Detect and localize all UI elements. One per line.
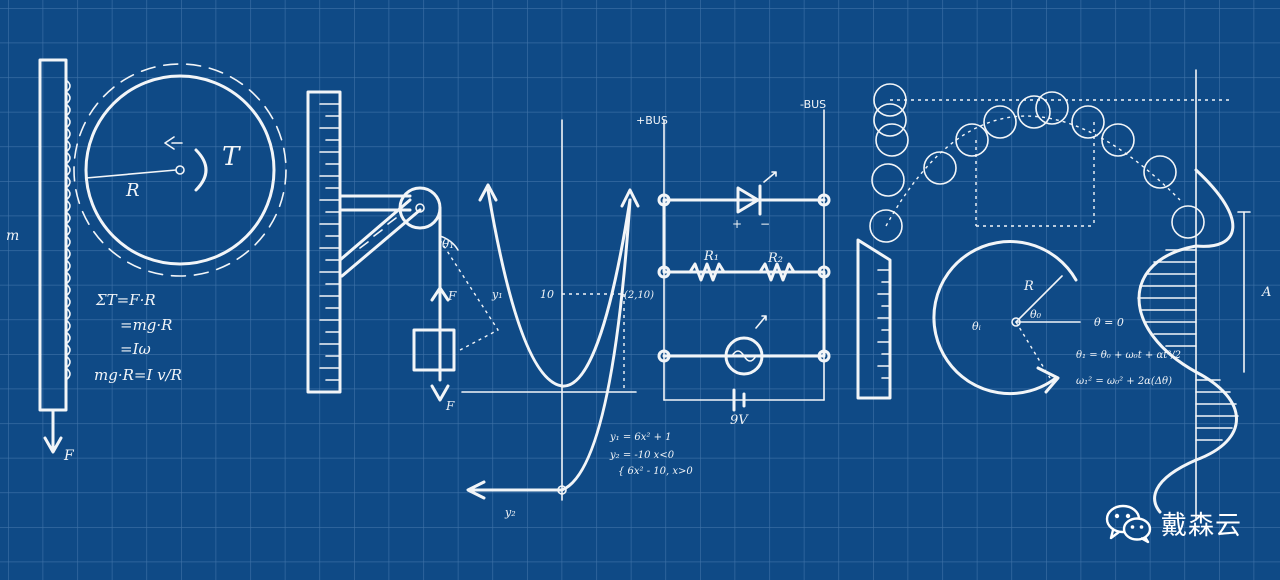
force-fg-label: F: [445, 399, 455, 413]
torque-label: T: [222, 142, 241, 172]
mass-label: m: [6, 228, 19, 244]
battery-label: 9V: [730, 413, 749, 428]
angular-equation-1: θ₁ = θ₀ + ω₀t + αt²/2: [1076, 350, 1181, 361]
theta-i-label: θᵢ: [972, 320, 981, 333]
diode-plus-label: +: [732, 217, 742, 231]
circle-radius-label: R: [1023, 279, 1034, 294]
letter-s-wave: [1137, 69, 1251, 521]
letter-p-gear-rack: [38, 58, 287, 454]
angular-equation-2: ω₁² = ω₀² + 2α(Δθ): [1076, 376, 1172, 387]
torque-equation-4: mg·R=I v/R: [94, 366, 182, 384]
torque-equation-2: =mg·R: [120, 316, 172, 334]
letter-h-pulley: [306, 90, 500, 402]
letter-s-circuit: [657, 109, 831, 412]
force-ft-label: F: [447, 289, 457, 303]
bus-minus-label: -BUS: [800, 98, 826, 111]
equation-y1: y₁ = 6x² + 1: [609, 432, 672, 443]
ten-label: 10: [540, 288, 554, 301]
force-fg-label-left: F: [63, 448, 75, 464]
equation-y2: y₂ = -10 x<0: [609, 450, 675, 461]
torque-equation-3: =Iω: [120, 340, 151, 358]
point-label: (2,10): [624, 290, 654, 301]
resistor-r1-label: R₁: [703, 249, 719, 264]
theta-0-label: θ₀: [1030, 308, 1042, 321]
diode-minus-label: −: [760, 217, 770, 231]
y1-label: y₁: [491, 288, 503, 301]
bus-plus-label: +BUS: [636, 114, 668, 127]
resistor-r2-label: R₂: [767, 251, 783, 266]
radius-label: R: [125, 180, 140, 201]
amplitude-label: A: [1261, 285, 1271, 300]
equation-y2b: { 6x² - 10, x>0: [618, 466, 693, 477]
y2-label: y₂: [504, 506, 516, 519]
theta-eq0-label: θ = 0: [1094, 316, 1124, 329]
wechat-icon: [1105, 504, 1152, 544]
watermark: 戴森云: [1105, 502, 1242, 544]
letter-c-rotation: [932, 240, 1081, 396]
letter-y-graph: [461, 119, 640, 501]
theta1-label: θ₁: [442, 237, 454, 251]
letter-i-projectile: [856, 83, 1230, 400]
torque-equation-1: ΣT=F·R: [95, 291, 156, 309]
watermark-text: 戴森云: [1160, 510, 1242, 541]
